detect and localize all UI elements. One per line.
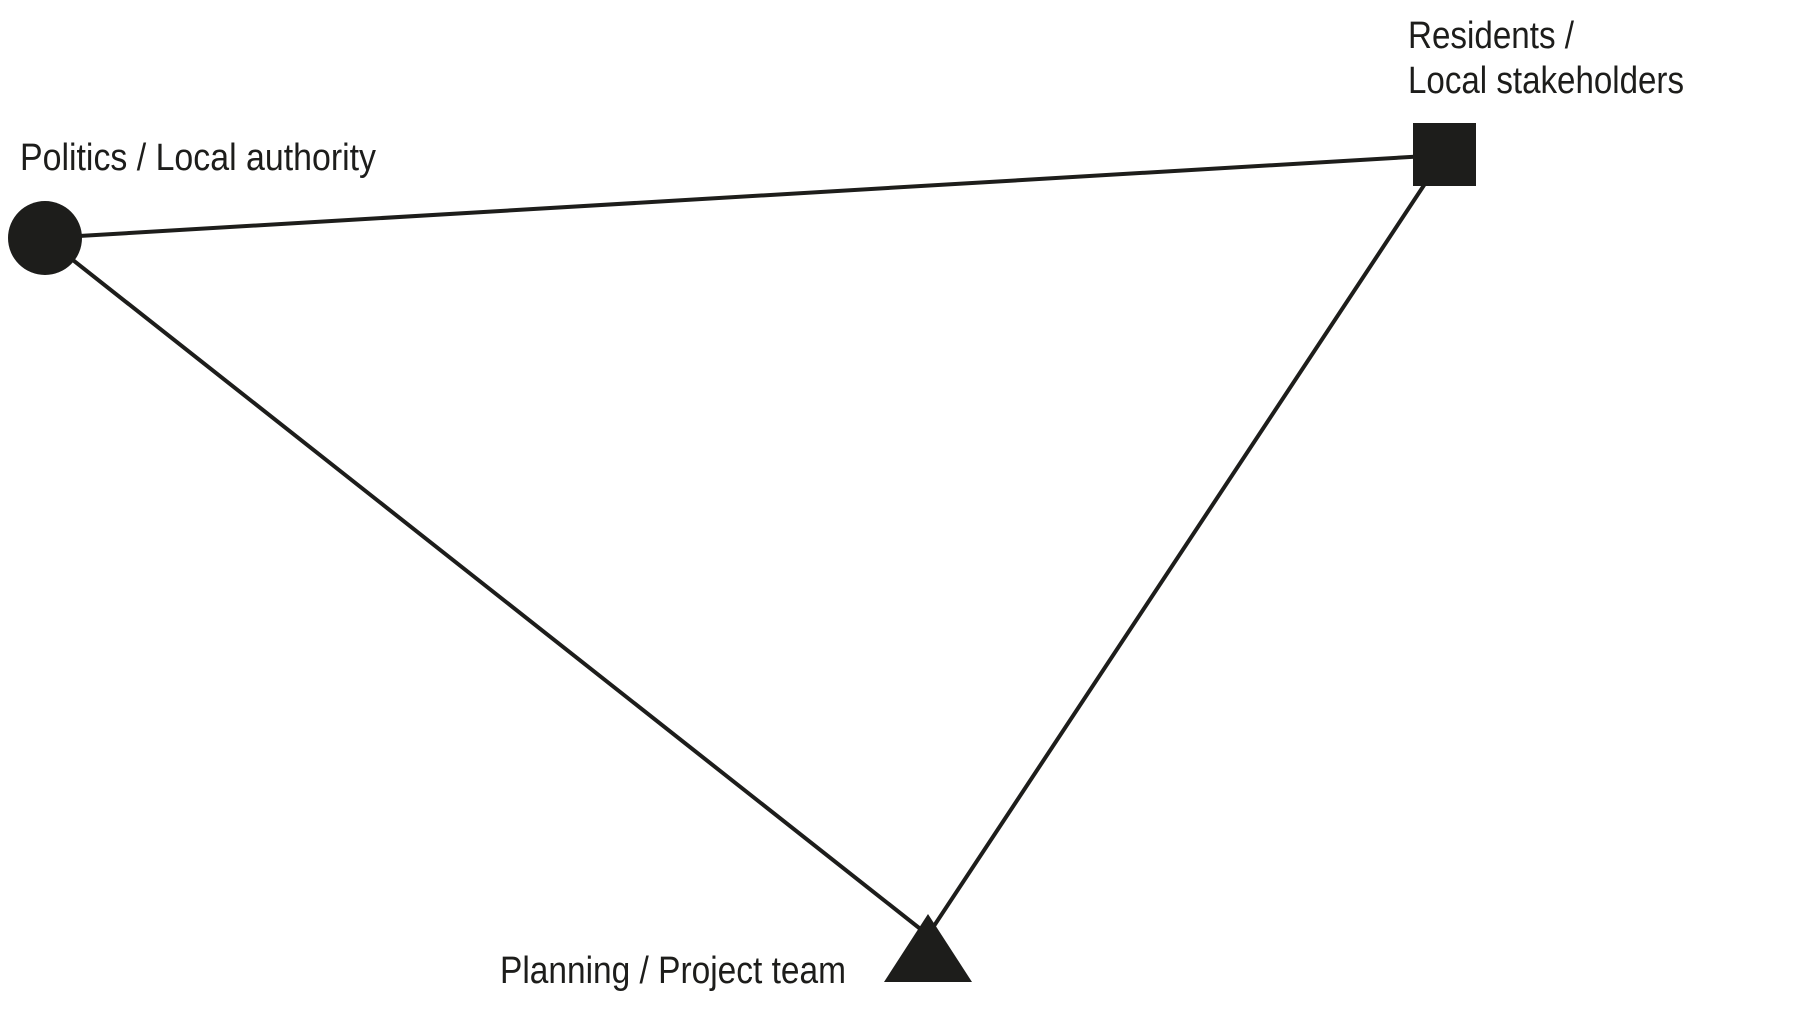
politics-node-circle-icon xyxy=(8,201,82,275)
planning-label: Planning / Project team xyxy=(500,950,846,992)
residents-label-line1: Residents / xyxy=(1408,15,1574,57)
edge-politics-planning xyxy=(43,236,930,937)
residents-label-line2: Local stakeholders xyxy=(1408,60,1684,102)
residents-node-square-icon xyxy=(1413,123,1476,186)
politics-label: Politics / Local authority xyxy=(20,137,376,179)
planning-node-triangle-icon xyxy=(884,914,972,982)
edge-residents-planning xyxy=(926,153,1446,937)
edge-politics-residents xyxy=(44,153,1445,240)
